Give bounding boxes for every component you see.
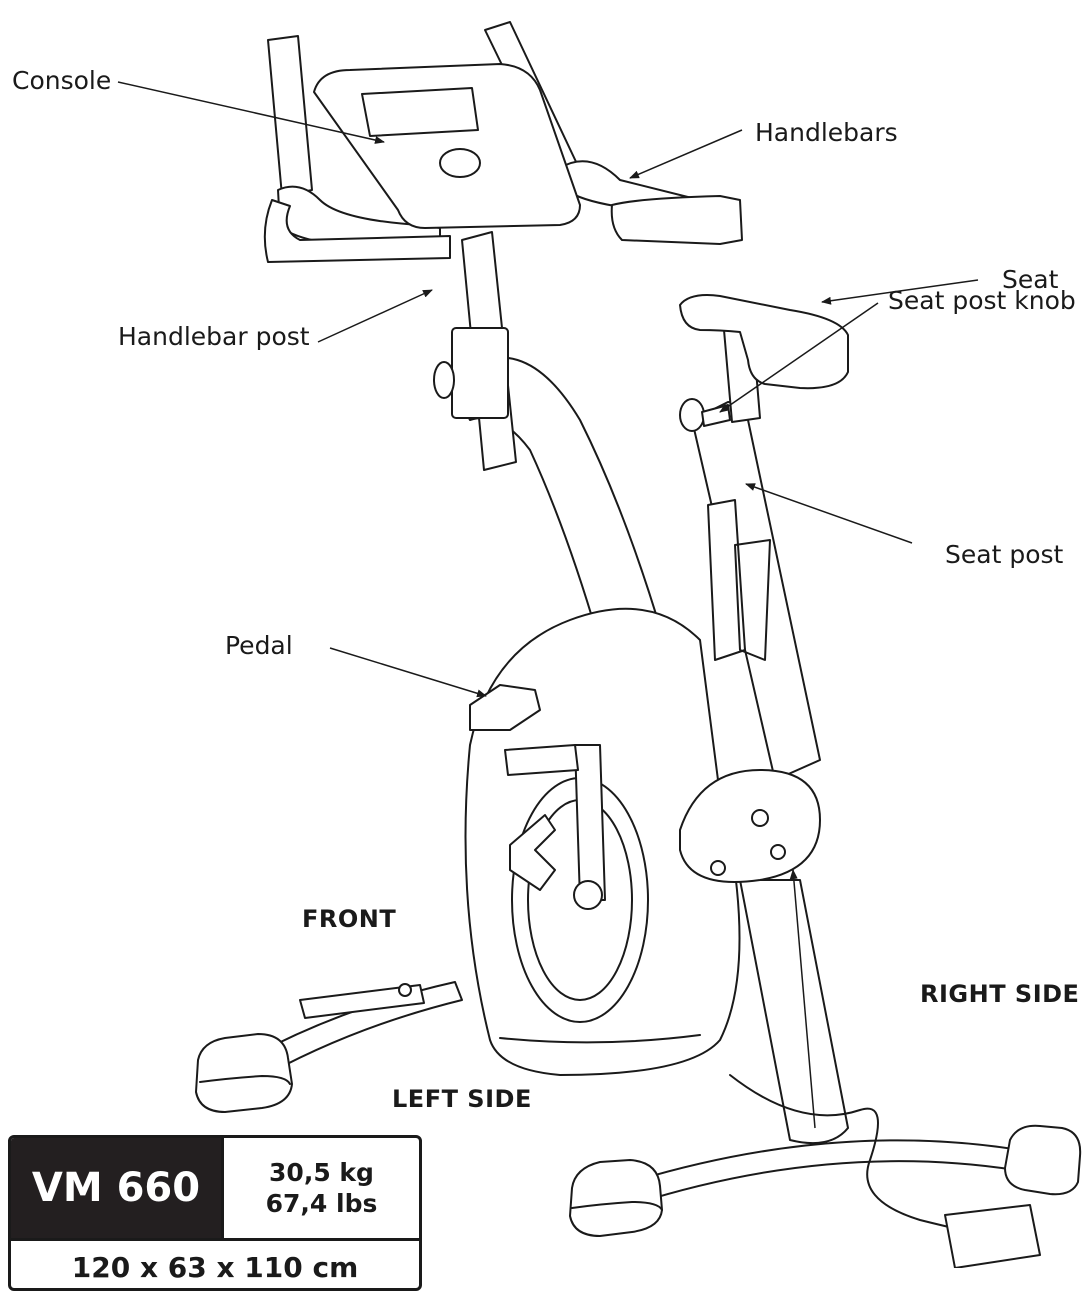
handlebar-post — [433, 231, 517, 471]
seat-post-callout — [745, 483, 913, 544]
label-seat: Seat — [1002, 265, 1059, 294]
label-pedal: Pedal — [225, 631, 293, 660]
rear-base-leg — [569, 1124, 1082, 1237]
console-callout — [117, 81, 385, 144]
spec-model: VM 660 — [11, 1138, 221, 1238]
label-console: Console — [12, 66, 112, 95]
label-handlebar-post: Handlebar post — [118, 322, 310, 351]
handlebars-callout — [629, 129, 743, 179]
label-seat-post: Seat post — [945, 540, 1064, 569]
label-front: FRONT — [302, 905, 397, 933]
crank-and-pedal — [469, 684, 606, 910]
label-left-side: LEFT SIDE — [392, 1085, 532, 1113]
spec-box: VM 660 30,5 kg 67,4 lbs 120 x 63 x 110 c… — [8, 1135, 422, 1291]
pedal-callout — [329, 647, 487, 698]
rear-frame-tube — [739, 879, 849, 1145]
power-adapter — [729, 1074, 1041, 1268]
spec-dimensions: 120 x 63 x 110 cm — [11, 1238, 419, 1288]
label-right-side: RIGHT SIDE — [920, 980, 1080, 1008]
right-hub — [679, 769, 821, 883]
seat-post-knob-callout — [719, 302, 879, 413]
seat-cushion — [679, 294, 849, 390]
spec-weight-lbs: 67,4 lbs — [265, 1189, 378, 1218]
console-unit — [313, 63, 581, 229]
spec-weight-kg: 30,5 kg — [269, 1158, 374, 1187]
seat-callout — [821, 279, 979, 305]
label-seat-post-knob: Seat post knob — [888, 286, 1076, 315]
spec-weight: 30,5 kg 67,4 lbs — [221, 1138, 419, 1238]
right-side-arrow — [789, 869, 816, 1129]
handlebar-post-callout — [317, 289, 433, 343]
label-handlebars: Handlebars — [755, 118, 898, 147]
front-base-leg — [195, 981, 463, 1113]
